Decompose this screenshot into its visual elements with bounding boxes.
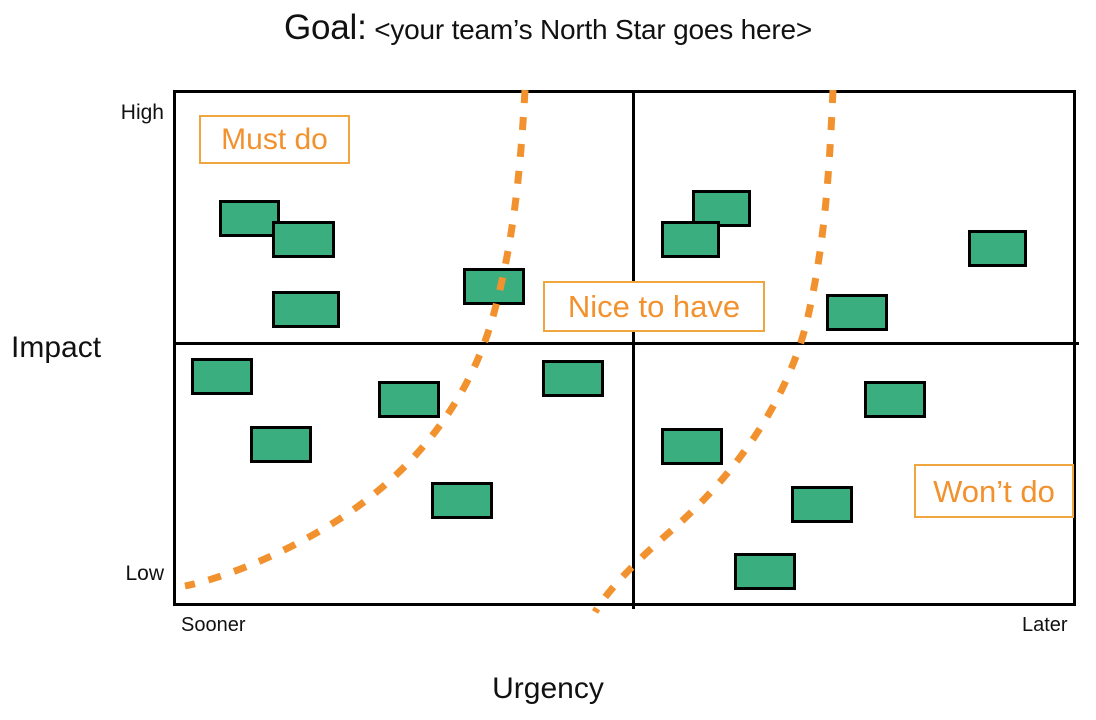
plot-area	[173, 90, 1079, 609]
sticky-note-13[interactable]	[431, 482, 493, 519]
sticky-note-11[interactable]	[542, 360, 604, 397]
quadrant-label-must-do[interactable]: Must do	[199, 115, 350, 164]
sticky-note-10[interactable]	[378, 381, 440, 418]
sticky-note-1[interactable]	[219, 200, 280, 237]
quadrant-label-nice-to-have[interactable]: Nice to have	[543, 281, 765, 332]
quadrant-divider-vertical	[632, 93, 635, 609]
sticky-note-8[interactable]	[826, 294, 888, 331]
axis-y-low-label: Low	[125, 562, 164, 585]
page-title: Goal: <your team’s North Star goes here>	[0, 8, 1096, 48]
axis-y-title: Impact	[11, 331, 102, 364]
axis-x-right-label: Later	[1022, 614, 1068, 636]
sticky-note-14[interactable]	[864, 381, 926, 418]
axis-y-high-label: High	[120, 101, 164, 124]
quadrant-label-wont-do[interactable]: Won’t do	[914, 464, 1074, 518]
axis-x-left-label: Sooner	[181, 614, 246, 636]
quadrant-divider-horizontal	[176, 342, 1079, 345]
sticky-note-3[interactable]	[272, 291, 340, 328]
axis-x-title: Urgency	[492, 672, 604, 705]
sticky-note-6[interactable]	[661, 221, 720, 258]
sticky-note-9[interactable]	[191, 358, 253, 395]
sticky-note-15[interactable]	[661, 428, 723, 465]
sticky-note-16[interactable]	[791, 486, 853, 523]
sticky-note-7[interactable]	[968, 230, 1027, 267]
sticky-note-2[interactable]	[272, 221, 335, 258]
page-title-lead: Goal:	[283, 8, 367, 47]
sticky-note-12[interactable]	[250, 426, 312, 463]
page-title-rest: <your team’s North Star goes here>	[366, 14, 813, 45]
sticky-note-17[interactable]	[734, 553, 796, 590]
sticky-note-4[interactable]	[463, 268, 525, 305]
